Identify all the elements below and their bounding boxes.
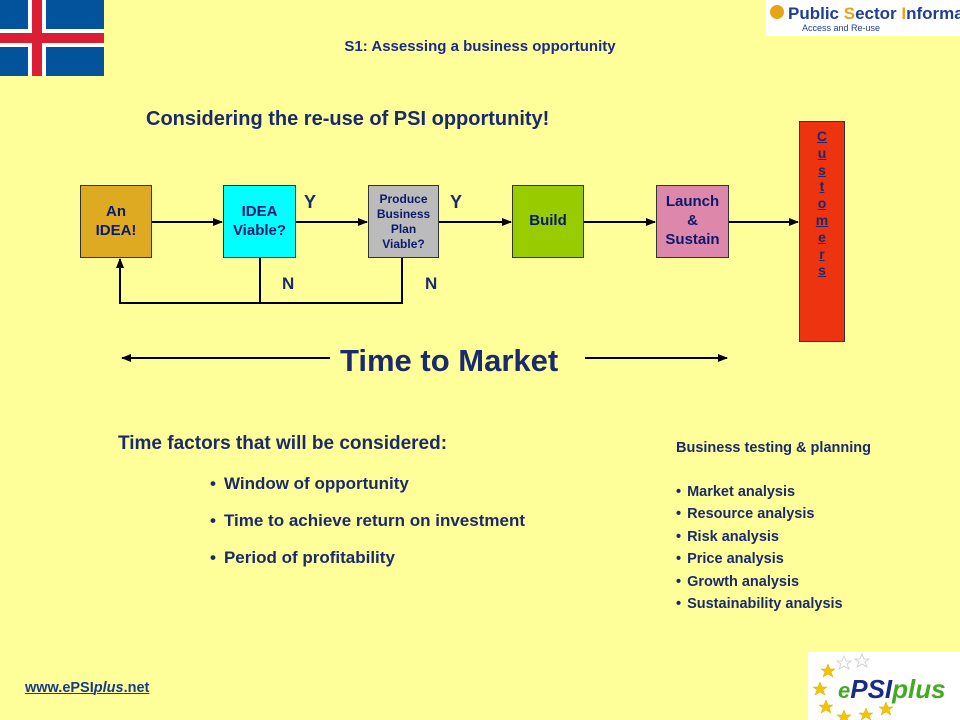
psi-logo-mark-icon — [770, 5, 784, 19]
list-item: Time to achieve return on investment — [210, 511, 525, 548]
list-item: Price analysis — [676, 551, 843, 573]
psi-logo-subtitle: Access and Re-use — [802, 23, 881, 33]
epsiplus-logo-wordmark: ePSIplus — [838, 674, 946, 704]
flow-box-business-plan: Produce Business Plan Viable? — [368, 185, 439, 258]
iceland-flag-image — [0, 0, 104, 76]
psi-logo: Public Sector Information Access and Re-… — [766, 0, 960, 36]
flow-box-idea-viable: IDEA Viable? — [223, 185, 296, 258]
decision-label-yes-1: Y — [304, 192, 317, 212]
flow-box-idea: An IDEA! — [80, 185, 152, 258]
flow-box-launch-sustain: Launch & Sustain — [656, 185, 729, 258]
decision-label-yes-2: Y — [450, 192, 463, 212]
psi-logo-title: Public Sector Information — [788, 4, 960, 23]
business-testing-list: Market analysis Resource analysis Risk a… — [676, 484, 843, 618]
list-item: Growth analysis — [676, 574, 843, 596]
business-testing-title: Business testing & planning — [676, 440, 871, 456]
list-item: Risk analysis — [676, 529, 843, 551]
decision-label-no-2: N — [425, 274, 438, 293]
factors-list: Window of opportunity Time to achieve re… — [210, 474, 525, 585]
feedback-loop-line — [116, 258, 403, 304]
flow-box-customers: C u s t o m e r s — [799, 121, 845, 342]
star-ring-icon — [812, 652, 894, 720]
time-to-market-label: Time to Market — [340, 343, 559, 378]
flow-box-build: Build — [512, 185, 584, 258]
epsiplus-logo: ePSIplus — [808, 652, 960, 720]
decision-label-no-1: N — [282, 274, 295, 293]
list-item: Market analysis — [676, 484, 843, 506]
slide-header: S1: Assessing a business opportunity — [344, 38, 616, 55]
list-item: Sustainability analysis — [676, 596, 843, 618]
list-item: Window of opportunity — [210, 474, 525, 511]
main-title: Considering the re-use of PSI opportunit… — [146, 108, 550, 130]
epsiplus-website-link[interactable]: www.ePSIplus.net — [25, 680, 150, 696]
list-item: Resource analysis — [676, 506, 843, 528]
list-item: Period of profitability — [210, 548, 525, 585]
factors-title: Time factors that will be considered: — [118, 433, 448, 454]
